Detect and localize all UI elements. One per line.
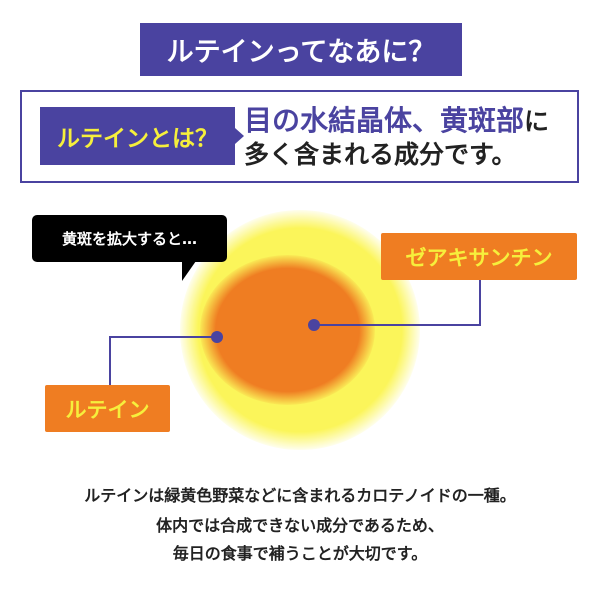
- bottom-text-line-2: 体内では合成できない成分であるため、: [156, 516, 444, 535]
- bottom-text-line-1: ルテインは緑黄色野菜などに含まれるカロテノイドの一種。: [84, 486, 516, 505]
- macula-zeaxanthin-core: [200, 255, 375, 405]
- zeaxanthin-label: ゼアキサンチン: [381, 233, 577, 280]
- lutein-label: ルテイン: [45, 385, 170, 432]
- bottom-text-line-3: 毎日の食事で補うことが大切です。: [172, 544, 428, 563]
- definition-text: 目の水結晶体、黄斑部に 多く含まれる成分です。: [244, 104, 549, 171]
- definition-highlight: 目の水結晶体、黄斑部: [244, 104, 525, 137]
- definition-line2: 多く含まれる成分です。: [244, 140, 517, 169]
- speech-bubble: 黄斑を拡大すると…: [32, 215, 227, 281]
- page-title: ルテインってなあに？: [140, 23, 462, 76]
- zeaxanthin-dot: [308, 319, 320, 331]
- definition-line1-rest: に: [524, 107, 550, 136]
- lutein-dot: [211, 331, 223, 343]
- definition-label: ルテインとは？: [40, 107, 244, 165]
- definition-box: [20, 90, 579, 183]
- zeaxanthin-connector: [314, 280, 481, 326]
- lutein-connector: [109, 336, 217, 385]
